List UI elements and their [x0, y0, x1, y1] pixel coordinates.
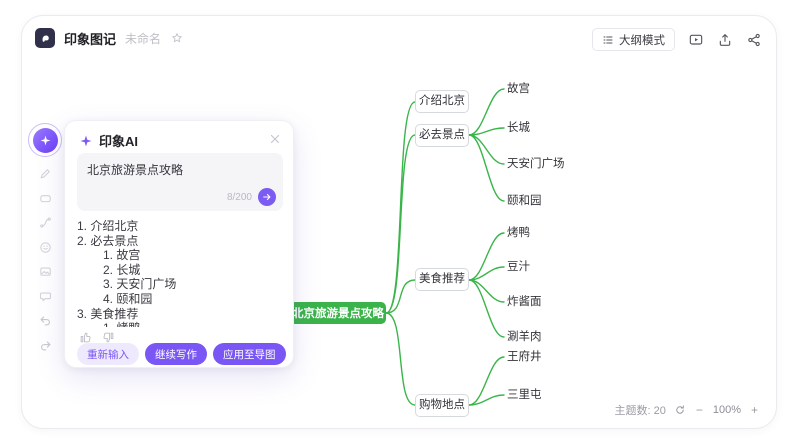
outline-mode-button[interactable]: 大纲模式: [592, 28, 675, 51]
send-arrow-icon: [263, 193, 271, 201]
present-icon[interactable]: [688, 32, 704, 48]
mindmap-leaf-node[interactable]: 颐和园: [507, 195, 542, 207]
undo-icon: [40, 316, 50, 326]
refresh-icon[interactable]: [674, 404, 686, 416]
result-line: 3. 美食推荐: [77, 306, 139, 321]
app-logo[interactable]: [35, 28, 55, 48]
comment-tool-icon[interactable]: [37, 288, 53, 304]
mindmap-branch-node[interactable]: 美食推荐: [415, 268, 469, 291]
ai-sparkle-icon: [32, 127, 58, 153]
mindmap-canvas: 印象图记 未命名 大纲模式: [21, 15, 777, 429]
topic-count: 主题数: 20: [614, 405, 666, 417]
outline-list-icon: [603, 36, 613, 43]
elephant-logo-icon: [42, 35, 49, 42]
ai-result-list: 1. 介绍北京 2. 必去景点 1. 故宫 2. 长城 3. 天安门广场 4. …: [77, 219, 283, 327]
mindmap-root-node[interactable]: 北京旅游景点攻略: [290, 302, 386, 324]
mindmap-leaf-node[interactable]: 豆汁: [507, 261, 530, 273]
mindmap-leaf-node[interactable]: 故宫: [507, 83, 530, 95]
left-toolbar: [28, 123, 62, 353]
mindmap-leaf-node[interactable]: 长城: [507, 122, 530, 134]
feedback-row: [79, 331, 115, 344]
redo-icon: [40, 341, 50, 350]
export-icon[interactable]: [717, 32, 733, 48]
image-tool-icon[interactable]: [37, 264, 53, 280]
statusbar: 主题数: 20 − 100% +: [614, 402, 760, 418]
mindmap-leaf-node[interactable]: 王府井: [507, 351, 542, 363]
app-title: 印象图记: [64, 31, 117, 47]
mindmap-leaf-node[interactable]: 烤鸭: [507, 227, 530, 239]
send-button[interactable]: [258, 188, 276, 206]
thumbs-up-icon[interactable]: [79, 331, 92, 344]
close-icon[interactable]: [269, 132, 281, 144]
mindmap-branch-node[interactable]: 必去景点: [415, 124, 469, 147]
ai-sparkle-icon: [80, 134, 92, 147]
ai-dialog-title: 印象AI: [99, 134, 139, 149]
result-line: 1. 故宫: [103, 248, 141, 263]
result-line: 2. 长城: [103, 262, 141, 277]
favorite-star-icon[interactable]: [170, 31, 184, 45]
result-line: 1. 烤鸭: [77, 321, 283, 327]
mindmap-branch-node[interactable]: 购物地点: [415, 394, 469, 417]
share-icon[interactable]: [746, 32, 762, 48]
topbar-left: 印象图记 未命名: [35, 28, 184, 48]
zoom-in-button[interactable]: +: [750, 403, 758, 417]
zoom-out-button[interactable]: −: [695, 403, 703, 417]
continue-writing-button[interactable]: 继续写作: [145, 343, 207, 365]
pen-tool-icon[interactable]: [37, 166, 53, 182]
result-line: 2. 必去景点: [77, 233, 139, 248]
ai-assistant-button[interactable]: [28, 123, 62, 157]
connector-tool-icon[interactable]: [37, 215, 53, 231]
shape-tool-icon[interactable]: [37, 190, 53, 206]
ai-dialog: 印象AI 北京旅游景点攻略 8/200 1. 介绍北京 2. 必去景点 1. 故…: [64, 120, 294, 368]
ai-dialog-actions: 重新输入 继续写作 应用至导图: [77, 343, 286, 365]
mindmap-leaf-node[interactable]: 三里屯: [507, 389, 542, 401]
retry-button[interactable]: 重新输入: [77, 343, 139, 365]
ai-prompt-input[interactable]: 北京旅游景点攻略 8/200: [77, 153, 283, 211]
ai-prompt-text: 北京旅游景点攻略: [87, 163, 184, 177]
mindmap-leaf-node[interactable]: 涮羊肉: [507, 331, 542, 343]
result-line: 1. 介绍北京: [77, 219, 139, 233]
redo-button[interactable]: [37, 337, 53, 353]
result-line: 3. 天安门广场: [103, 277, 177, 292]
thumbs-down-icon[interactable]: [102, 331, 115, 344]
ai-dialog-header: 印象AI: [79, 131, 138, 150]
topbar-right: 大纲模式: [592, 28, 762, 51]
outline-mode-label: 大纲模式: [619, 34, 665, 47]
result-line: 4. 颐和园: [103, 291, 153, 306]
apply-to-map-button[interactable]: 应用至导图: [213, 343, 286, 365]
emoji-tool-icon[interactable]: [37, 239, 53, 255]
mindmap-branch-node[interactable]: 介绍北京: [415, 90, 469, 113]
mindmap-leaf-node[interactable]: 天安门广场: [507, 158, 565, 170]
mindmap-leaf-node[interactable]: 炸酱面: [507, 296, 542, 308]
char-count: 8/200: [226, 191, 252, 203]
undo-button[interactable]: [37, 313, 53, 329]
input-meta: 8/200: [227, 188, 276, 206]
zoom-level: 100%: [712, 404, 741, 416]
document-name[interactable]: 未命名: [125, 31, 162, 46]
